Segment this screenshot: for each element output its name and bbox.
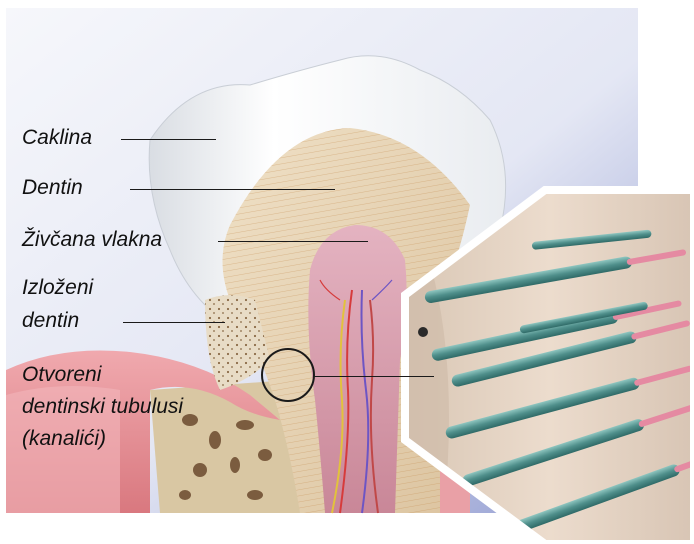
- label-nerve-fibers: Živčana vlakna: [22, 227, 162, 253]
- label-open-tubules-line1: Otvoreni: [22, 362, 101, 388]
- leader-dentin: [130, 189, 335, 190]
- label-open-tubules-line3: (kanalići): [22, 426, 106, 452]
- label-dentin: Dentin: [22, 175, 83, 201]
- label-open-tubules-line2: dentinski tubulusi: [22, 394, 183, 420]
- label-enamel: Caklina: [22, 125, 92, 151]
- leader-nerve-fibers: [218, 241, 368, 242]
- leader-open-tubules: [314, 376, 434, 377]
- label-exposed-dentin-line2: dentin: [22, 308, 79, 334]
- leader-exposed-dentin: [123, 322, 225, 323]
- label-exposed-dentin-line1: Izloženi: [22, 275, 93, 301]
- pulp: [308, 225, 406, 513]
- leader-enamel: [121, 139, 216, 140]
